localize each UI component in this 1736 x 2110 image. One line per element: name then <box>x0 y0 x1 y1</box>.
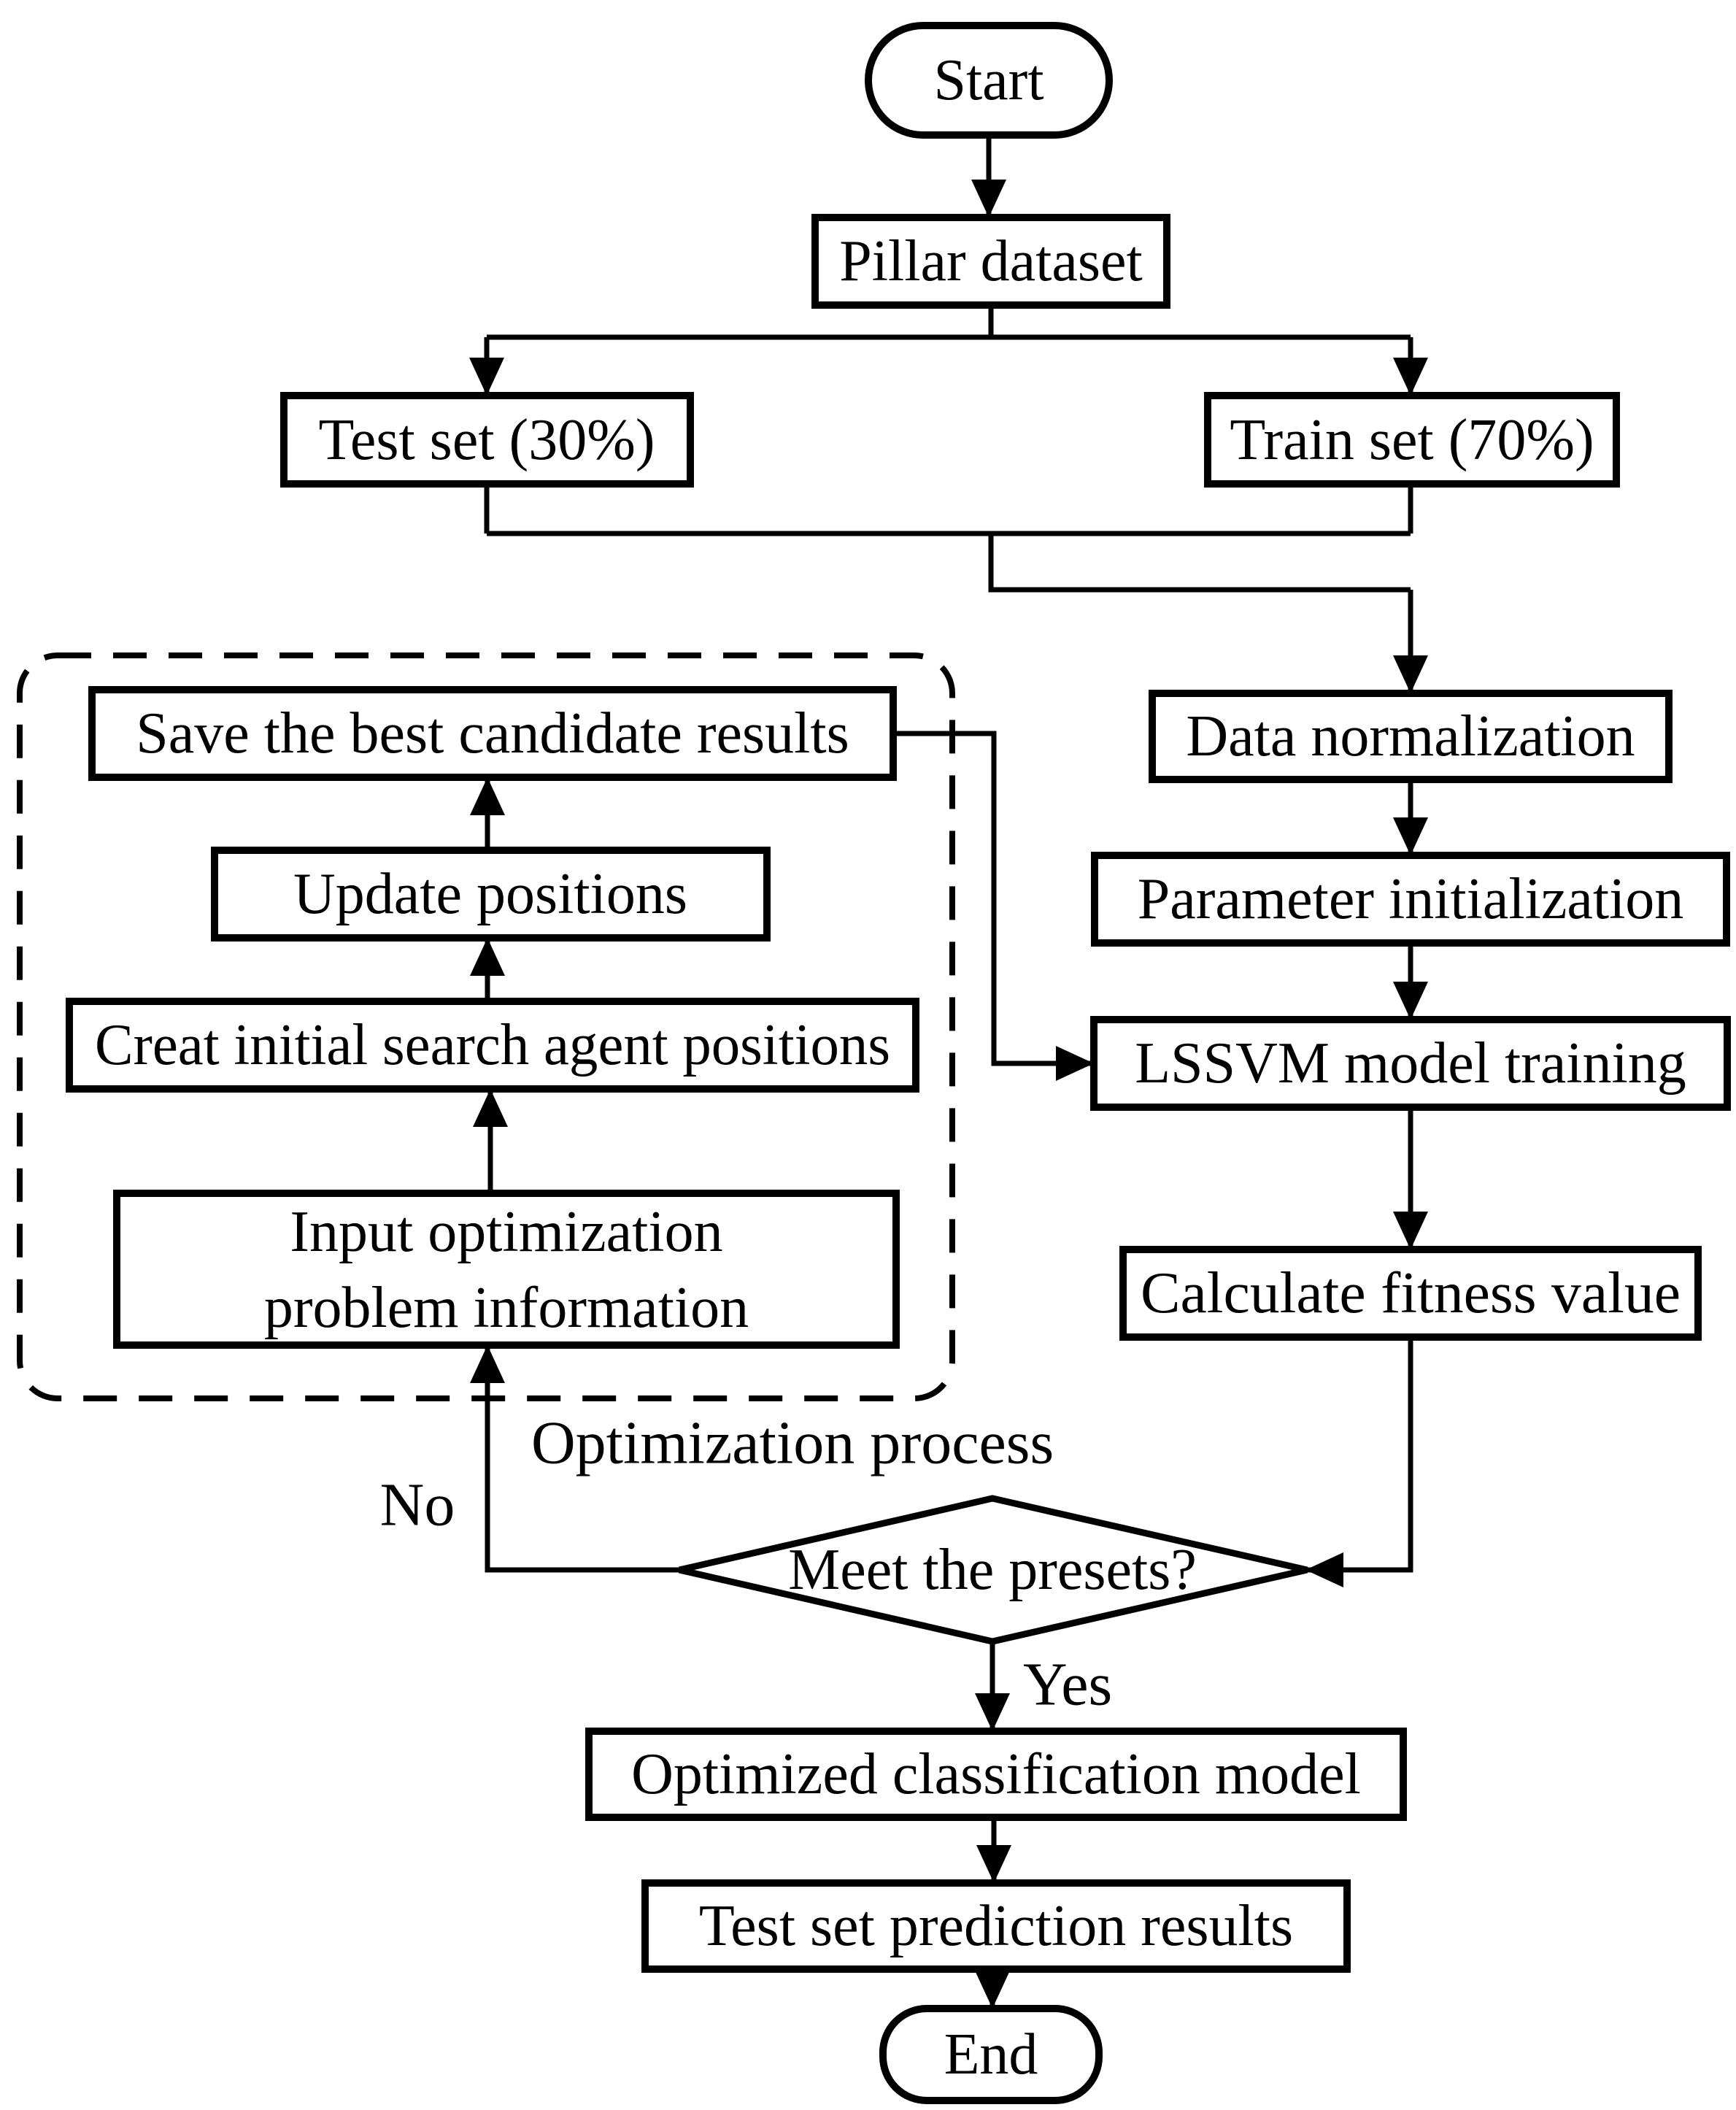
start-label: Start <box>933 48 1043 112</box>
merge-jog <box>988 534 1411 593</box>
test-set-label: Test set (30%) <box>319 408 655 472</box>
node-optimized-model: Optimized classification model <box>585 1728 1407 1821</box>
test-prediction-shape <box>641 1879 1351 1973</box>
node-pillar-dataset: Pillar dataset <box>811 214 1170 309</box>
node-decision: Meet the presets? <box>678 1495 1308 1645</box>
decision-shape <box>678 1495 1308 1645</box>
calculate-fitness-shape <box>1119 1246 1702 1341</box>
edge-save-to-lssvm <box>893 731 1094 1081</box>
edge-fitness-to-decision <box>1305 1337 1413 1587</box>
start-shape <box>865 22 1113 139</box>
node-parameter-initialization: Parameter initialization <box>1091 852 1730 947</box>
optimized-model-shape <box>585 1728 1407 1821</box>
test-prediction-label: Test set prediction results <box>699 1894 1293 1958</box>
input-problem-label-line1: Input optimization <box>290 1200 722 1264</box>
lssvm-training-label: LSSVM model training <box>1135 1031 1686 1096</box>
save-best-label: Save the best candidate results <box>136 701 849 766</box>
data-normalization-shape <box>1149 690 1673 783</box>
train-set-label: Train set (70%) <box>1230 408 1594 472</box>
update-positions-shape <box>211 847 771 942</box>
parameter-initialization-shape <box>1091 852 1730 947</box>
create-agents-shape <box>66 998 919 1093</box>
input-problem-shape <box>113 1190 900 1349</box>
node-end: End <box>879 2005 1103 2104</box>
optimization-process-label: Optimization process <box>531 1409 1054 1477</box>
edges <box>469 135 1428 2009</box>
test-set-shape <box>280 392 694 488</box>
train-set-shape <box>1204 392 1620 488</box>
create-agents-label: Creat initial search agent positions <box>95 1013 890 1077</box>
lssvm-training-shape <box>1090 1016 1731 1111</box>
end-label: End <box>944 2022 1038 2087</box>
node-data-normalization: Data normalization <box>1149 690 1673 783</box>
yes-label: Yes <box>1023 1651 1112 1719</box>
node-update-positions: Update positions <box>211 847 771 942</box>
node-train-set: Train set (70%) <box>1204 392 1620 488</box>
node-input-problem: Input optimization problem information <box>113 1190 900 1349</box>
decision-label: Meet the presets? <box>788 1538 1197 1602</box>
calculate-fitness-label: Calculate fitness value <box>1141 1261 1681 1325</box>
node-test-prediction: Test set prediction results <box>641 1879 1351 1973</box>
update-positions-label: Update positions <box>293 862 687 926</box>
pillar-dataset-label: Pillar dataset <box>839 229 1142 293</box>
optimized-model-label: Optimized classification model <box>631 1742 1361 1806</box>
save-best-shape <box>88 686 897 781</box>
node-lssvm-training: LSSVM model training <box>1090 1016 1731 1111</box>
node-test-set: Test set (30%) <box>280 392 694 488</box>
no-label: No <box>380 1471 455 1539</box>
edge-decision-no-loop <box>470 1345 679 1573</box>
parameter-initialization-label: Parameter initialization <box>1138 867 1684 931</box>
node-create-agents: Creat initial search agent positions <box>66 998 919 1093</box>
input-problem-label-line2: problem information <box>264 1276 749 1340</box>
node-start: Start <box>865 22 1113 139</box>
data-normalization-label: Data normalization <box>1186 704 1635 769</box>
pillar-dataset-shape <box>811 214 1170 309</box>
node-calculate-fitness: Calculate fitness value <box>1119 1246 1702 1341</box>
end-shape <box>879 2005 1103 2104</box>
node-save-best: Save the best candidate results <box>88 686 897 781</box>
